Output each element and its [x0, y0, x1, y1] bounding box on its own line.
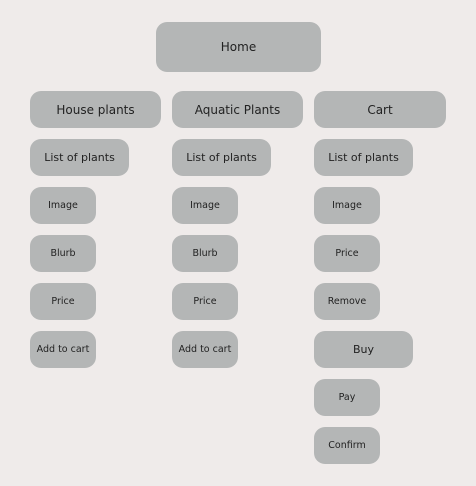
cart-image-node: Image — [314, 187, 380, 224]
aquatic-plants-add-to-cart-node: Add to cart — [172, 331, 238, 368]
node-label: Add to cart — [178, 344, 232, 355]
node-label: Image — [332, 200, 362, 211]
node-label: Image — [48, 200, 78, 211]
home-node-label: Home — [220, 40, 257, 54]
cart-price-node: Price — [314, 235, 380, 272]
house-plants-node: House plants — [30, 91, 161, 128]
node-label: Add to cart — [36, 344, 90, 355]
house-plants-price-node: Price — [30, 283, 96, 320]
aquatic-plants-list-node: List of plants — [172, 139, 271, 176]
node-label: Pay — [338, 392, 356, 403]
node-label: List of plants — [44, 151, 115, 164]
node-label: Buy — [352, 343, 375, 356]
aquatic-plants-label: Aquatic Plants — [194, 102, 281, 117]
node-label: Confirm — [328, 440, 366, 451]
node-label: Price — [335, 248, 359, 259]
node-label: Blurb — [50, 248, 76, 259]
house-plants-label: House plants — [56, 102, 135, 117]
cart-pay-node: Pay — [314, 379, 380, 416]
node-label: List of plants — [186, 151, 257, 164]
node-label: Price — [51, 296, 75, 307]
house-plants-list-node: List of plants — [30, 139, 129, 176]
house-plants-image-node: Image — [30, 187, 96, 224]
cart-node: Cart — [314, 91, 446, 128]
aquatic-plants-price-node: Price — [172, 283, 238, 320]
home-node: Home — [156, 22, 321, 72]
aquatic-plants-node: Aquatic Plants — [172, 91, 303, 128]
node-label: Remove — [327, 296, 367, 307]
node-label: Image — [190, 200, 220, 211]
cart-buy-node: Buy — [314, 331, 413, 368]
node-label: Price — [193, 296, 217, 307]
cart-remove-node: Remove — [314, 283, 380, 320]
aquatic-plants-blurb-node: Blurb — [172, 235, 238, 272]
house-plants-add-to-cart-node: Add to cart — [30, 331, 96, 368]
cart-list-node: List of plants — [314, 139, 413, 176]
aquatic-plants-image-node: Image — [172, 187, 238, 224]
cart-label: Cart — [367, 102, 393, 117]
node-label: Blurb — [192, 248, 218, 259]
house-plants-blurb-node: Blurb — [30, 235, 96, 272]
cart-confirm-node: Confirm — [314, 427, 380, 464]
node-label: List of plants — [328, 151, 399, 164]
